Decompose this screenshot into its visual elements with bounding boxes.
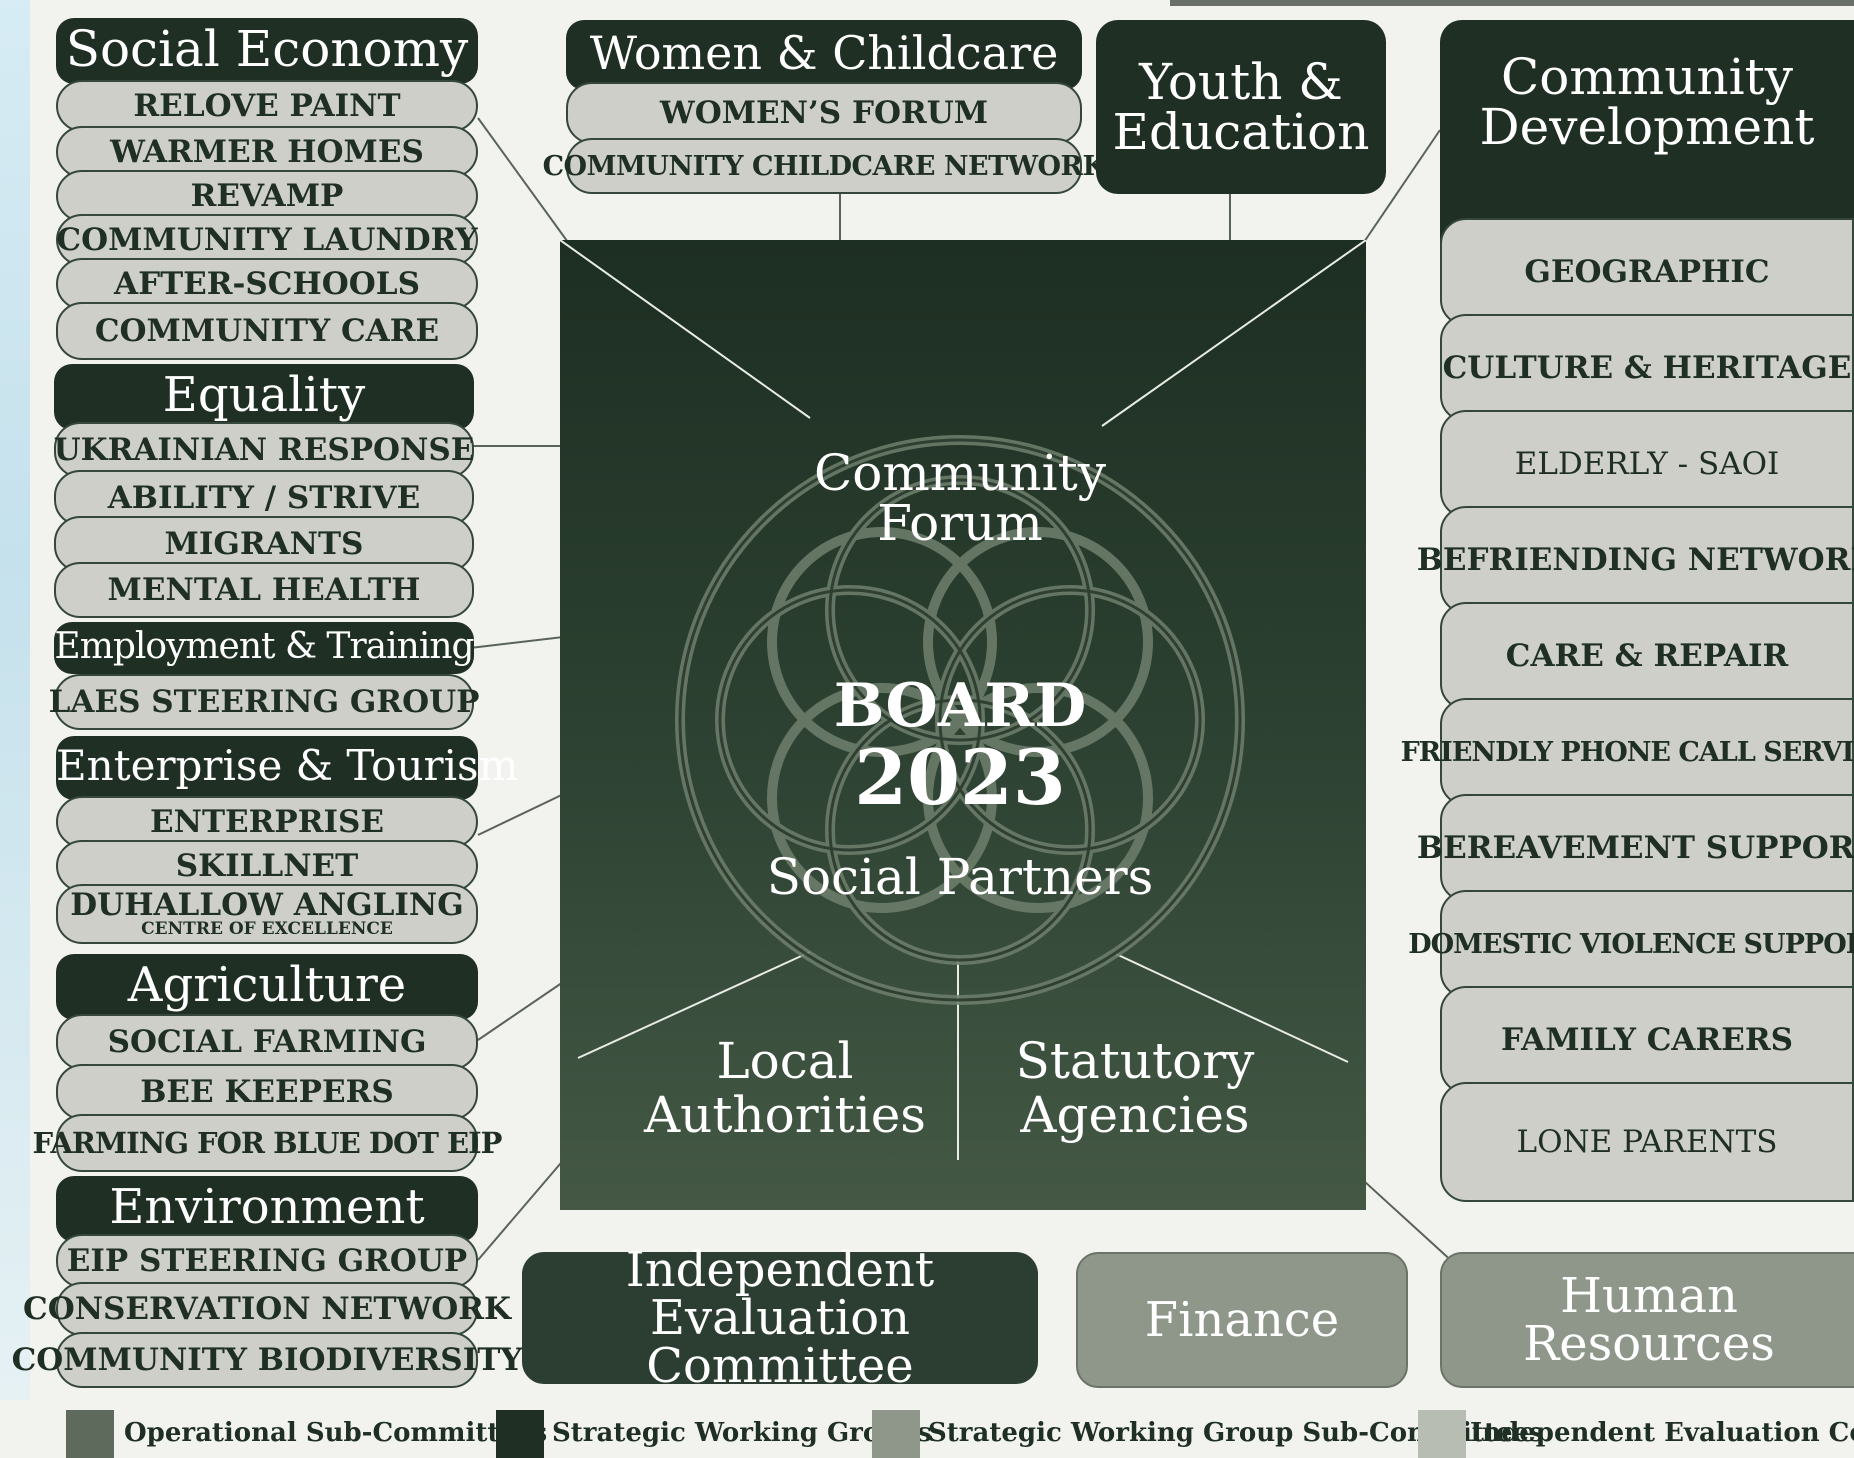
local-authorities-label: Local Authorities [640,1034,930,1142]
environment-title: Environment [56,1176,478,1242]
finance-label: Finance [1144,1292,1340,1348]
legend-swatch-strategic [496,1410,544,1458]
local-authorities-line1: Local [716,1032,854,1090]
group-community-development: Community Development GEOGRAPHIC CULTURE… [1401,20,1854,1202]
item-friendly-phone-call: FRIENDLY PHONE CALL SERVICE [1401,698,1854,806]
finance-box: Finance [1076,1252,1408,1388]
board-year: 2023 [854,733,1066,822]
women-childcare-title: Women & Childcare [566,20,1082,90]
social-partners-label: Social Partners [766,848,1154,906]
item-duhallow-angling: DUHALLOW ANGLING CENTRE OF EXCELLENCE [56,884,478,944]
item-skillnet: SKILLNET [56,840,478,892]
community-forum-label: Community Forum [780,448,1140,548]
item-culture-heritage: CULTURE & HERITAGE [1440,314,1854,422]
top-divider [1170,0,1854,6]
item-geographic: GEOGRAPHIC [1440,218,1854,326]
item-care-repair: CARE & REPAIR [1440,602,1854,710]
iec-line2: Evaluation Committee [646,1290,914,1394]
group-youth-education: Youth & Education [1096,20,1386,194]
enterprise-tourism-title: Enterprise & Tourism [56,736,518,800]
community-development-line2: Development [1479,98,1815,156]
board-rays [560,240,1366,1160]
youth-education-title: Youth & Education [1096,20,1386,194]
item-social-farming: SOCIAL FARMING [56,1014,478,1070]
legend-swatch-wg-sub [872,1410,920,1458]
item-revamp: REVAMP [56,170,478,222]
statutory-agencies-line2: Agencies [1020,1086,1250,1144]
item-womens-forum: WOMEN’S FORUM [566,82,1082,144]
line-enterprise [477,789,573,836]
item-mental-health: MENTAL HEALTH [54,562,474,618]
item-after-schools: AFTER-SCHOOLS [56,258,478,310]
human-resources-box: Human Resources [1440,1252,1854,1388]
item-community-care: COMMUNITY CARE [56,302,478,360]
group-women-childcare: Women & Childcare WOMEN’S FORUM COMMUNIT… [543,20,1106,194]
local-authorities-line2: Authorities [644,1086,926,1144]
item-bee-keepers: BEE KEEPERS [56,1064,478,1120]
line-social-economy [477,117,571,246]
group-agriculture: Agriculture SOCIAL FARMING BEE KEEPERS F… [33,954,502,1172]
item-domestic-violence-support: DOMESTIC VIOLENCE SUPPORT [1408,890,1854,998]
item-family-carers: FAMILY CARERS [1440,986,1854,1094]
duhallow-angling-label: DUHALLOW ANGLING [70,887,464,923]
equality-title: Equality [54,364,474,430]
community-forum-line2: Forum [877,494,1043,552]
item-laes-steering-group: LAES STEERING GROUP [49,674,479,730]
hr-line1: Human [1560,1268,1738,1324]
item-relove-paint: RELOVE PAINT [56,80,478,132]
hr-line2: Resources [1523,1316,1775,1372]
item-elderly-saoi: ELDERLY - SAOI [1440,410,1854,518]
item-eip-steering-group: EIP STEERING GROUP [56,1234,478,1288]
item-ukrainian-response: UKRAINIAN RESPONSE [54,422,474,478]
legend-swatch-operational [66,1410,114,1458]
item-lone-parents: LONE PARENTS [1440,1082,1854,1202]
legend-strategic-label: Strategic Working Groups [552,1418,932,1448]
item-conservation-network: CONSERVATION NETWORK [23,1282,511,1336]
item-farming-blue-dot: FARMING FOR BLUE DOT EIP [33,1114,502,1172]
youth-education-line1: Youth & [1139,53,1343,111]
community-development-line1: Community [1501,48,1793,106]
item-befriending-network: BEFRIENDING NETWORK [1417,506,1854,614]
item-bereavement-support: BEREAVEMENT SUPPORT [1417,794,1854,902]
map-strip-image [0,0,30,1400]
item-community-biodiversity: COMMUNITY BIODIVERSITY [12,1332,522,1388]
group-social-economy: Social Economy RELOVE PAINT WARMER HOMES… [56,18,478,360]
agriculture-title: Agriculture [56,954,478,1020]
iec-line1: Independent [625,1242,935,1298]
legend-swatch-independent [1418,1410,1466,1458]
group-employment-training: Employment & Training LAES STEERING GROU… [49,622,479,732]
group-environment: Environment EIP STEERING GROUP CONSERVAT… [12,1176,522,1388]
celtic-knot-icon [675,435,1245,1005]
legend-independent-label: Independent Evaluation Committee [1470,1418,1854,1448]
social-economy-title: Social Economy [56,18,478,84]
item-warmer-homes: WARMER HOMES [56,126,478,178]
item-community-laundry: COMMUNITY LAUNDRY [56,214,478,266]
youth-education-line2: Education [1112,103,1370,161]
statutory-agencies-label: Statutory Agencies [1000,1034,1270,1142]
group-enterprise-tourism: Enterprise & Tourism ENTERPRISE SKILLNET… [56,736,518,946]
group-equality: Equality UKRAINIAN RESPONSE ABILITY / ST… [54,364,474,618]
employment-training-title: Employment & Training [54,622,475,674]
centre-of-excellence-note: CENTRE OF EXCELLENCE [141,919,393,939]
statutory-agencies-line1: Statutory [1015,1032,1255,1090]
line-environment [477,1149,573,1261]
independent-evaluation-committee-box: Independent Evaluation Committee [522,1246,1038,1390]
community-forum-line1: Community [814,444,1106,502]
board-label: BOARD [833,671,1087,741]
legend-operational-label: Operational Sub-Committees [124,1418,548,1448]
line-agriculture [477,975,573,1041]
item-community-childcare-network: COMMUNITY CHILDCARE NETWORK [543,138,1106,194]
line-employment [469,635,573,649]
